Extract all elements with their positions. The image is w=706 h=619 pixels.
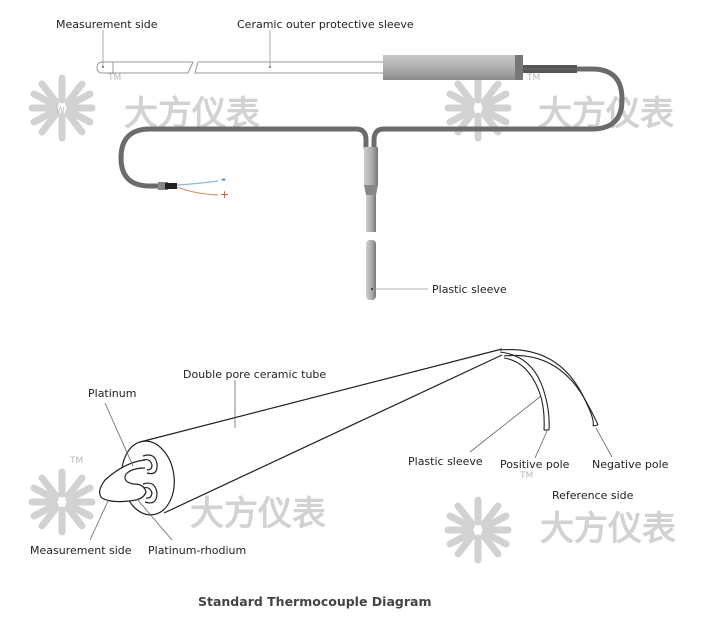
wire-terminal [165, 183, 177, 189]
label-measurement-side-bottom: Measurement side [30, 544, 132, 557]
probe-lower [366, 240, 376, 300]
label-plastic-sleeve-top: Plastic sleeve [432, 283, 507, 296]
watermark-bottom-left: TM 大方仪表 [32, 456, 326, 534]
watermark-tm: TM [526, 73, 540, 83]
plus-label: + [220, 188, 229, 201]
watermark-text: 大方仪表 [540, 509, 676, 549]
cable [118, 66, 625, 189]
probe-upper [366, 195, 376, 232]
diagram-caption: Standard Thermocouple Diagram [198, 594, 431, 609]
label-measurement-side-top: Measurement side [56, 18, 158, 31]
junction-sleeve [364, 147, 378, 185]
label-platinum-rhodium: Platinum-rhodium [148, 544, 246, 557]
braided-cable [522, 65, 577, 73]
label-double-pore-tube: Double pore ceramic tube [183, 368, 326, 381]
plus-wire [176, 186, 219, 196]
label-plastic-sleeve-bottom: Plastic sleeve [408, 455, 483, 468]
pole-wires [499, 349, 599, 431]
label-negative-pole: Negative pole [592, 458, 669, 471]
minus-label: - [221, 172, 226, 186]
ceramic-tube [99, 348, 503, 516]
label-reference-side: Reference side [552, 489, 634, 502]
watermark-mark: W [56, 106, 65, 116]
handle [383, 55, 521, 80]
watermark-tm: TM [107, 73, 121, 83]
watermark-bottom-right: TM 大方仪表 [448, 471, 676, 560]
label-positive-pole: Positive pole [500, 458, 570, 471]
label-platinum: Platinum [88, 387, 136, 400]
minus-wire [176, 180, 219, 186]
label-ceramic-sleeve: Ceramic outer protective sleeve [237, 18, 414, 31]
watermark-tm: TM [519, 471, 533, 481]
watermark-text: 大方仪表 [190, 494, 326, 534]
ceramic-sleeve [96, 61, 385, 74]
watermark-tm: TM [69, 456, 83, 466]
